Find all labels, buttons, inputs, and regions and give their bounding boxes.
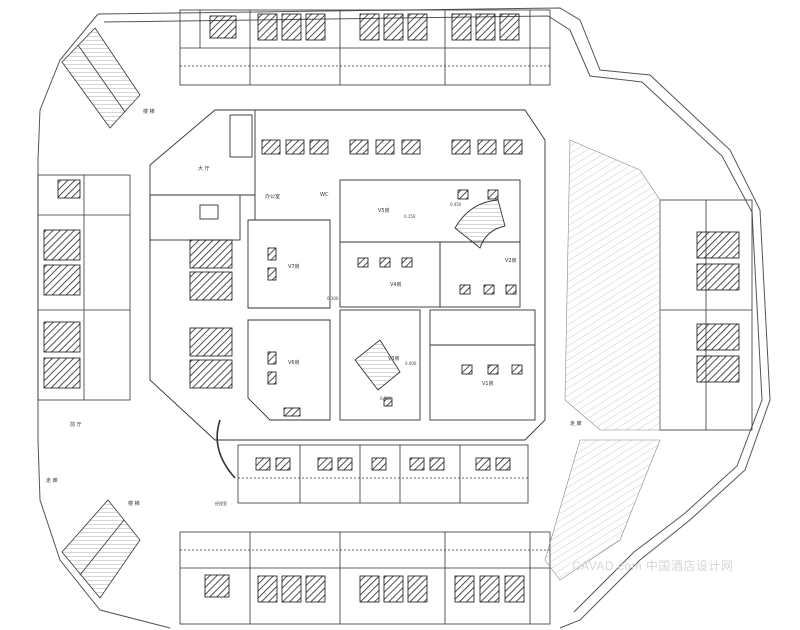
label-v5: V5房 [378, 207, 390, 214]
lower-corridor-rooms [216, 419, 529, 504]
label-level-360: 0.360 [380, 396, 392, 401]
outer-walls [37, 7, 771, 629]
label-v1: V1房 [482, 380, 494, 387]
label-stair-top: 楼 梯 [143, 108, 155, 115]
watermark-text: CAVAD.com 中国酒店设计网 [572, 559, 734, 573]
label-level-450: 0.450 [450, 202, 462, 207]
right-room-beds [696, 231, 740, 383]
label-office: 办公室 [265, 193, 280, 200]
label-lobby: 前 厅 [70, 421, 82, 428]
label-v3: V3房 [388, 355, 400, 362]
bottom-room-strip [179, 531, 551, 625]
label-v4: V4房 [390, 281, 402, 288]
label-v6: V6房 [288, 359, 300, 366]
label-stair-bottom: 楼 梯 [128, 500, 140, 507]
label-corridor-left: 走 廊 [46, 477, 58, 484]
lower-corridor-beds [255, 457, 511, 471]
left-room-column [37, 174, 131, 401]
right-seating [544, 139, 661, 581]
label-wc: WC [320, 192, 329, 198]
stair-bottom-left [61, 499, 141, 599]
label-level-150: 0.150 [404, 214, 416, 219]
central-sofa-blocks [189, 139, 523, 417]
label-room-mgr: 经理室 [215, 500, 227, 506]
top-room-strip [179, 9, 551, 86]
bottom-room-beds [204, 574, 525, 603]
label-hall: 大 厅 [198, 165, 210, 172]
label-level-300: 0.300 [327, 296, 339, 301]
label-corridor-right: 走 廊 [570, 420, 582, 427]
left-room-beds [43, 179, 81, 389]
stair-top-left [61, 27, 141, 129]
label-level-000: 0.000 [405, 361, 417, 366]
top-room-beds [209, 13, 520, 41]
label-v2: V2房 [505, 257, 517, 264]
plan-labels: 楼 梯 楼 梯 办公室 前 厅 大 厅 V1房 V2房 V3房 V4房 V5房 … [46, 108, 582, 507]
label-v7: V7房 [288, 263, 300, 270]
